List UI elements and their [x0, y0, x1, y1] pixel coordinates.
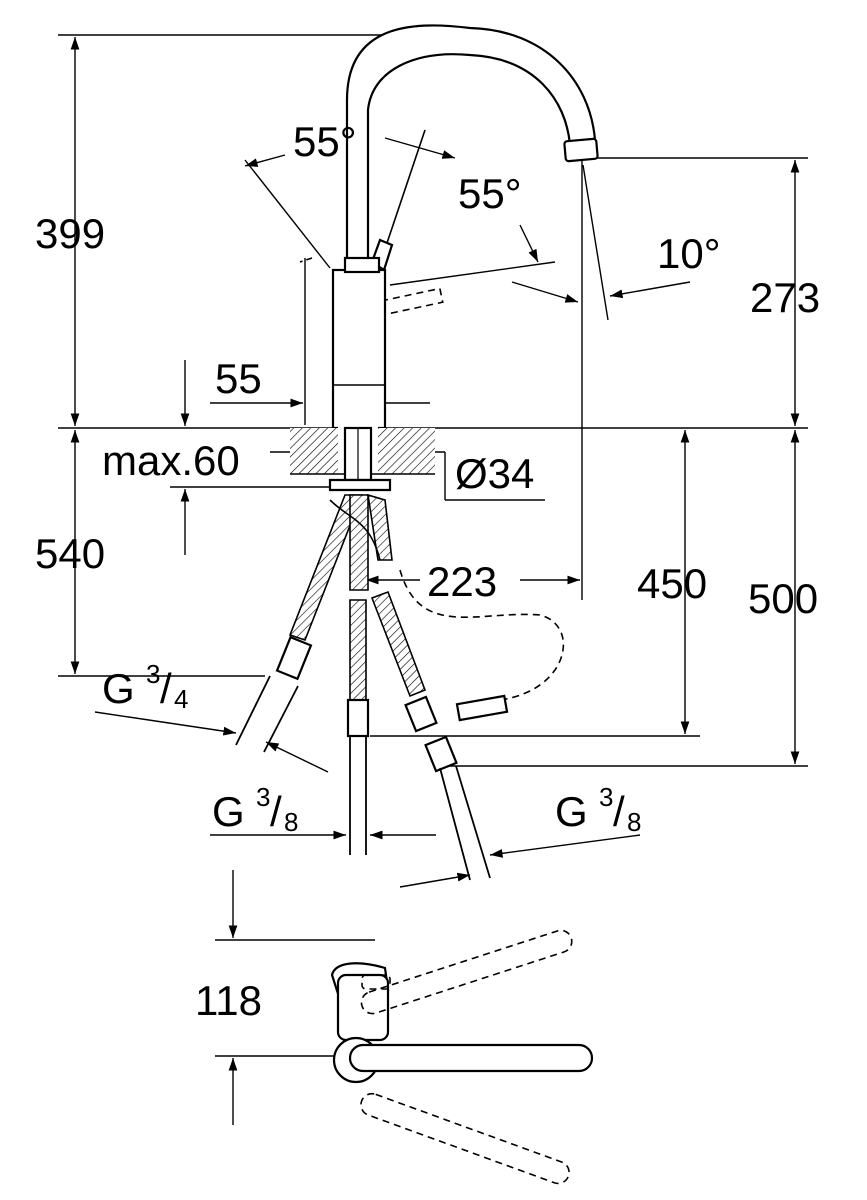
svg-text:3: 3	[146, 659, 160, 689]
dim-max-60: max.60	[102, 437, 240, 484]
svg-text:/: /	[160, 665, 172, 712]
dim-540: 540	[35, 530, 105, 577]
svg-text:G: G	[555, 788, 588, 835]
svg-text:/: /	[613, 788, 625, 835]
hose-connectors	[275, 635, 509, 773]
counter-top	[290, 426, 435, 492]
thread-label-cold: G 3 / 8	[212, 782, 298, 837]
faucet-spout	[345, 24, 599, 264]
supply-pipes	[235, 675, 491, 881]
dim-55: 55	[215, 355, 262, 402]
dim-450: 450	[637, 560, 707, 607]
dim-spout-tilt: 10°	[657, 230, 721, 277]
dim-118: 118	[195, 977, 262, 1024]
svg-text:/: /	[270, 788, 282, 835]
dimension-labels: 399 55° 55° 10° 273 55 max.60 Ø34 540 22…	[35, 118, 820, 1024]
dim-angle-left: 55°	[293, 118, 357, 165]
svg-text:8: 8	[627, 807, 641, 837]
svg-text:8: 8	[284, 807, 298, 837]
svg-text:G: G	[102, 665, 135, 712]
svg-text:4: 4	[174, 684, 188, 714]
dimension-arrows	[70, 37, 800, 1125]
svg-text:G: G	[212, 788, 245, 835]
thread-label-hot: G 3 / 8	[555, 782, 641, 837]
thread-label-main: G 3 / 4	[102, 659, 188, 714]
reference-lines	[58, 34, 808, 1057]
faucet-body	[331, 256, 387, 430]
dim-223: 223	[427, 558, 497, 605]
dim-399: 399	[35, 210, 105, 257]
top-view	[330, 929, 594, 1185]
dim-500: 500	[748, 575, 818, 622]
svg-text:3: 3	[256, 782, 270, 812]
dim-mounting-hole: Ø34	[455, 450, 534, 497]
dim-angle-right: 55°	[458, 170, 522, 217]
svg-text:3: 3	[599, 782, 613, 812]
dim-273: 273	[750, 274, 820, 321]
supply-hoses	[288, 493, 565, 701]
